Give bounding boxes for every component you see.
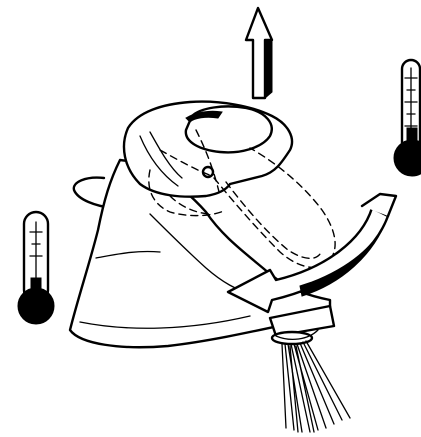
curved-arrow-icon [226, 192, 398, 314]
thermometer-hot-icon [393, 58, 421, 177]
lever-handle[interactable] [122, 100, 294, 198]
lever-rotated-position [148, 129, 336, 269]
up-arrow-icon [244, 6, 274, 100]
water-stream [281, 340, 351, 433]
thermometer-cold-icon [17, 210, 55, 325]
